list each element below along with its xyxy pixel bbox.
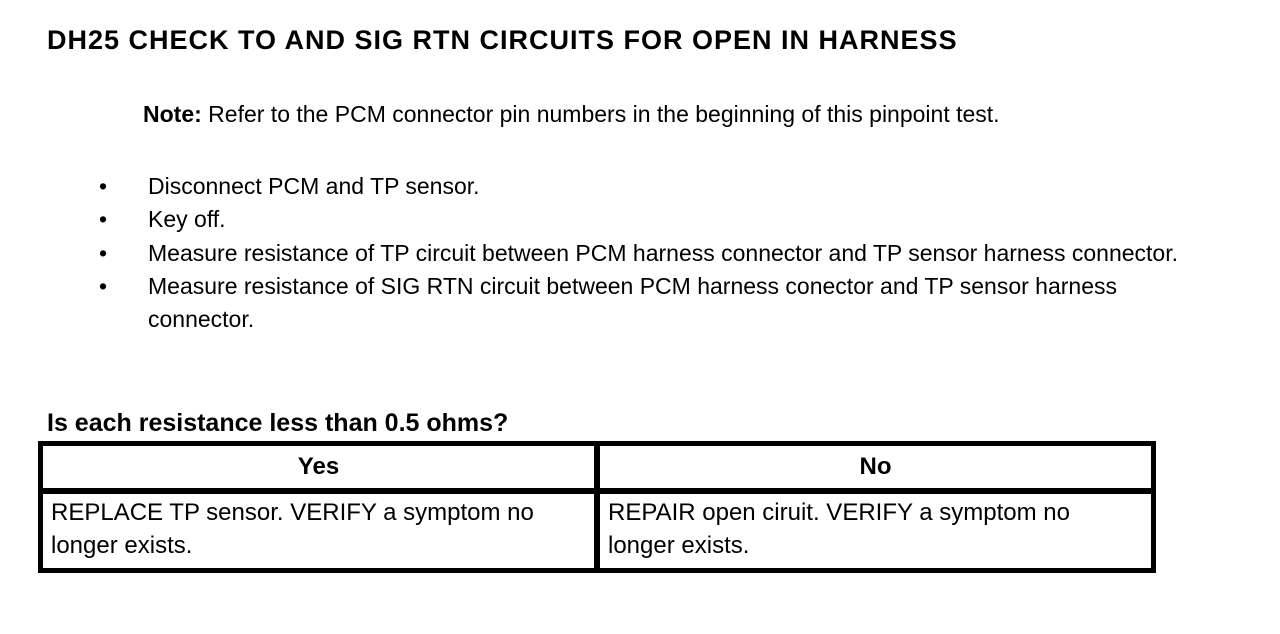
bullet-icon: • [99,239,108,266]
procedure-step: • Disconnect PCM and TP sensor. [0,170,1180,203]
procedure-list: • Disconnect PCM and TP sensor. • Key of… [0,170,1180,336]
procedure-step: • Key off. [0,203,1180,236]
yes-action-cell: REPLACE TP sensor. VERIFY a symptom no l… [40,491,597,571]
step-text: Key off. [148,206,226,233]
question-heading: Is each resistance less than 0.5 ohms? [47,409,509,437]
no-column-header: No [597,443,1154,491]
note-line: Note: Refer to the PCM connector pin num… [143,99,1000,129]
table-body-row: REPLACE TP sensor. VERIFY a symptom no l… [40,491,1154,571]
step-text: Measure resistance of TP circuit between… [148,239,1179,266]
no-action-cell: REPAIR open ciruit. VERIFY a symptom no … [597,491,1154,571]
procedure-step: • Measure resistance of SIG RTN circuit … [0,270,1180,337]
decision-table: Yes No REPLACE TP sensor. VERIFY a sympt… [38,441,1156,573]
note-text: Refer to the PCM connector pin numbers i… [208,101,1000,127]
bullet-icon: • [99,206,108,233]
table-header-row: Yes No [40,443,1154,491]
step-text: Disconnect PCM and TP sensor. [148,173,480,199]
page-title: DH25 CHECK TO AND SIG RTN CIRCUITS FOR O… [47,25,958,55]
yes-column-header: Yes [40,443,597,491]
step-text: Measure resistance of SIG RTN circuit be… [148,272,1117,333]
bullet-icon: • [99,173,108,199]
procedure-step: • Measure resistance of TP circuit betwe… [0,237,1180,270]
bullet-icon: • [99,272,108,299]
note-label: Note: [143,101,202,127]
